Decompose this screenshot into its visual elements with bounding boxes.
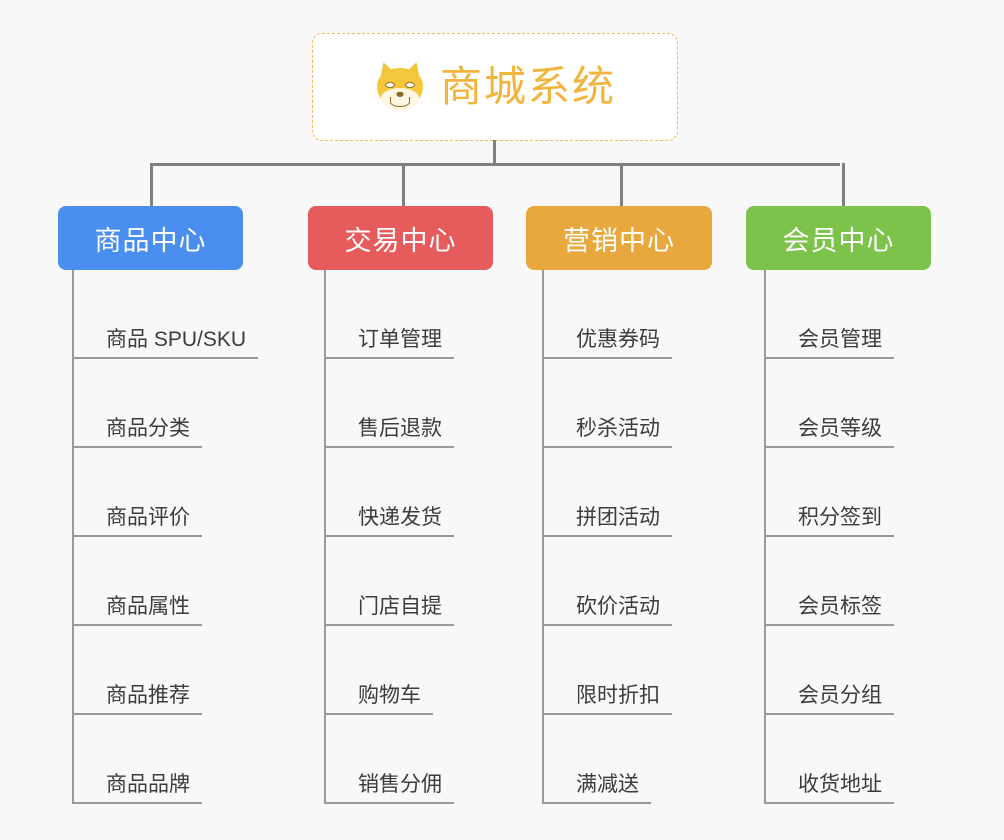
- leaf-item-label: 优惠券码: [542, 328, 672, 359]
- leaf-item-label: 会员等级: [764, 417, 894, 448]
- leaf-item-label: 满减送: [542, 773, 651, 804]
- leaf-item-label: 购物车: [324, 684, 433, 715]
- leaf-item-label: 商品 SPU/SKU: [72, 328, 259, 359]
- branch-column-2: 交易中心订单管理售后退款快递发货门店自提购物车销售分佣: [308, 206, 493, 804]
- branch-header-1[interactable]: 商品中心: [58, 206, 243, 270]
- leaf-item-label: 砍价活动: [542, 595, 672, 626]
- root-node[interactable]: 商城系统: [312, 33, 678, 141]
- leaf-item-label: 订单管理: [324, 328, 454, 359]
- leaf-item[interactable]: 满减送: [542, 715, 712, 804]
- leaf-item[interactable]: 商品分类: [72, 359, 243, 448]
- leaf-item[interactable]: 商品推荐: [72, 626, 243, 715]
- leaf-item[interactable]: 收货地址: [764, 715, 931, 804]
- leaf-item[interactable]: 售后退款: [324, 359, 493, 448]
- branch-column-1: 商品中心商品 SPU/SKU 商品分类商品评价商品属性商品推荐商品品牌: [58, 206, 259, 804]
- branch-header-2[interactable]: 交易中心: [308, 206, 493, 270]
- leaf-item[interactable]: 商品属性: [72, 537, 243, 626]
- branch-header-label: 营销中心: [563, 225, 675, 256]
- leaf-item[interactable]: 优惠券码: [542, 270, 712, 359]
- root-title: 商城系统: [439, 63, 616, 110]
- leaf-item-label: 秒杀活动: [542, 417, 672, 448]
- leaf-item-label: 收货地址: [764, 773, 894, 804]
- leaf-item-label: 会员管理: [764, 328, 894, 359]
- leaf-item[interactable]: 会员等级: [764, 359, 931, 448]
- leaf-item[interactable]: 会员管理: [764, 270, 931, 359]
- leaf-item-label: 门店自提: [324, 595, 454, 626]
- connector-horizontal-bus: [150, 163, 840, 166]
- shiba-dog-face-icon: [374, 59, 426, 113]
- leaf-item-label: 拼团活动: [542, 506, 672, 537]
- connector-drop-4: [842, 163, 845, 208]
- leaf-item[interactable]: 砍价活动: [542, 537, 712, 626]
- connector-drop-2: [402, 163, 405, 208]
- branch-header-4[interactable]: 会员中心: [746, 206, 931, 270]
- branch-header-label: 交易中心: [344, 225, 457, 256]
- leaf-item[interactable]: 门店自提: [324, 537, 493, 626]
- leaf-list-1: 商品 SPU/SKU 商品分类商品评价商品属性商品推荐商品品牌: [58, 270, 259, 804]
- leaf-item[interactable]: 积分签到: [764, 448, 931, 537]
- leaf-item-label: 售后退款: [324, 417, 454, 448]
- leaf-item-label: 限时折扣: [542, 684, 672, 715]
- connector-root-stem: [493, 140, 496, 165]
- leaf-list-4: 会员管理会员等级积分签到会员标签会员分组收货地址: [746, 270, 931, 804]
- leaf-item[interactable]: 购物车: [324, 626, 493, 715]
- leaf-item-label: 商品评价: [72, 506, 202, 537]
- leaf-item-label: 积分签到: [764, 506, 894, 537]
- branch-column-3: 营销中心优惠券码秒杀活动拼团活动砍价活动限时折扣满减送: [526, 206, 712, 804]
- leaf-item-label: 会员分组: [764, 684, 894, 715]
- leaf-item-label: 商品分类: [72, 417, 202, 448]
- branch-header-label: 会员中心: [782, 225, 895, 256]
- leaf-item[interactable]: 快递发货: [324, 448, 493, 537]
- leaf-item-label: 商品品牌: [72, 773, 202, 804]
- leaf-item[interactable]: 销售分佣: [324, 715, 493, 804]
- leaf-item[interactable]: 会员分组: [764, 626, 931, 715]
- leaf-item[interactable]: 订单管理: [324, 270, 493, 359]
- leaf-item[interactable]: 商品 SPU/SKU: [72, 270, 259, 359]
- leaf-item[interactable]: 会员标签: [764, 537, 931, 626]
- leaf-item[interactable]: 拼团活动: [542, 448, 712, 537]
- connector-drop-1: [150, 163, 153, 208]
- leaf-item[interactable]: 商品品牌: [72, 715, 243, 804]
- branch-header-3[interactable]: 营销中心: [526, 206, 712, 270]
- branch-column-4: 会员中心会员管理会员等级积分签到会员标签会员分组收货地址: [746, 206, 931, 804]
- leaf-list-3: 优惠券码秒杀活动拼团活动砍价活动限时折扣满减送: [526, 270, 712, 804]
- leaf-item[interactable]: 秒杀活动: [542, 359, 712, 448]
- leaf-item[interactable]: 限时折扣: [542, 626, 712, 715]
- leaf-item-label: 会员标签: [764, 595, 894, 626]
- leaf-item-label: 商品属性: [72, 595, 202, 626]
- connector-drop-3: [620, 163, 623, 208]
- branch-header-label: 商品中心: [94, 225, 207, 256]
- leaf-item-label: 快递发货: [324, 506, 454, 537]
- leaf-item-label: 商品推荐: [72, 684, 202, 715]
- leaf-item-label: 销售分佣: [324, 773, 454, 804]
- leaf-list-2: 订单管理售后退款快递发货门店自提购物车销售分佣: [308, 270, 493, 804]
- leaf-item[interactable]: 商品评价: [72, 448, 243, 537]
